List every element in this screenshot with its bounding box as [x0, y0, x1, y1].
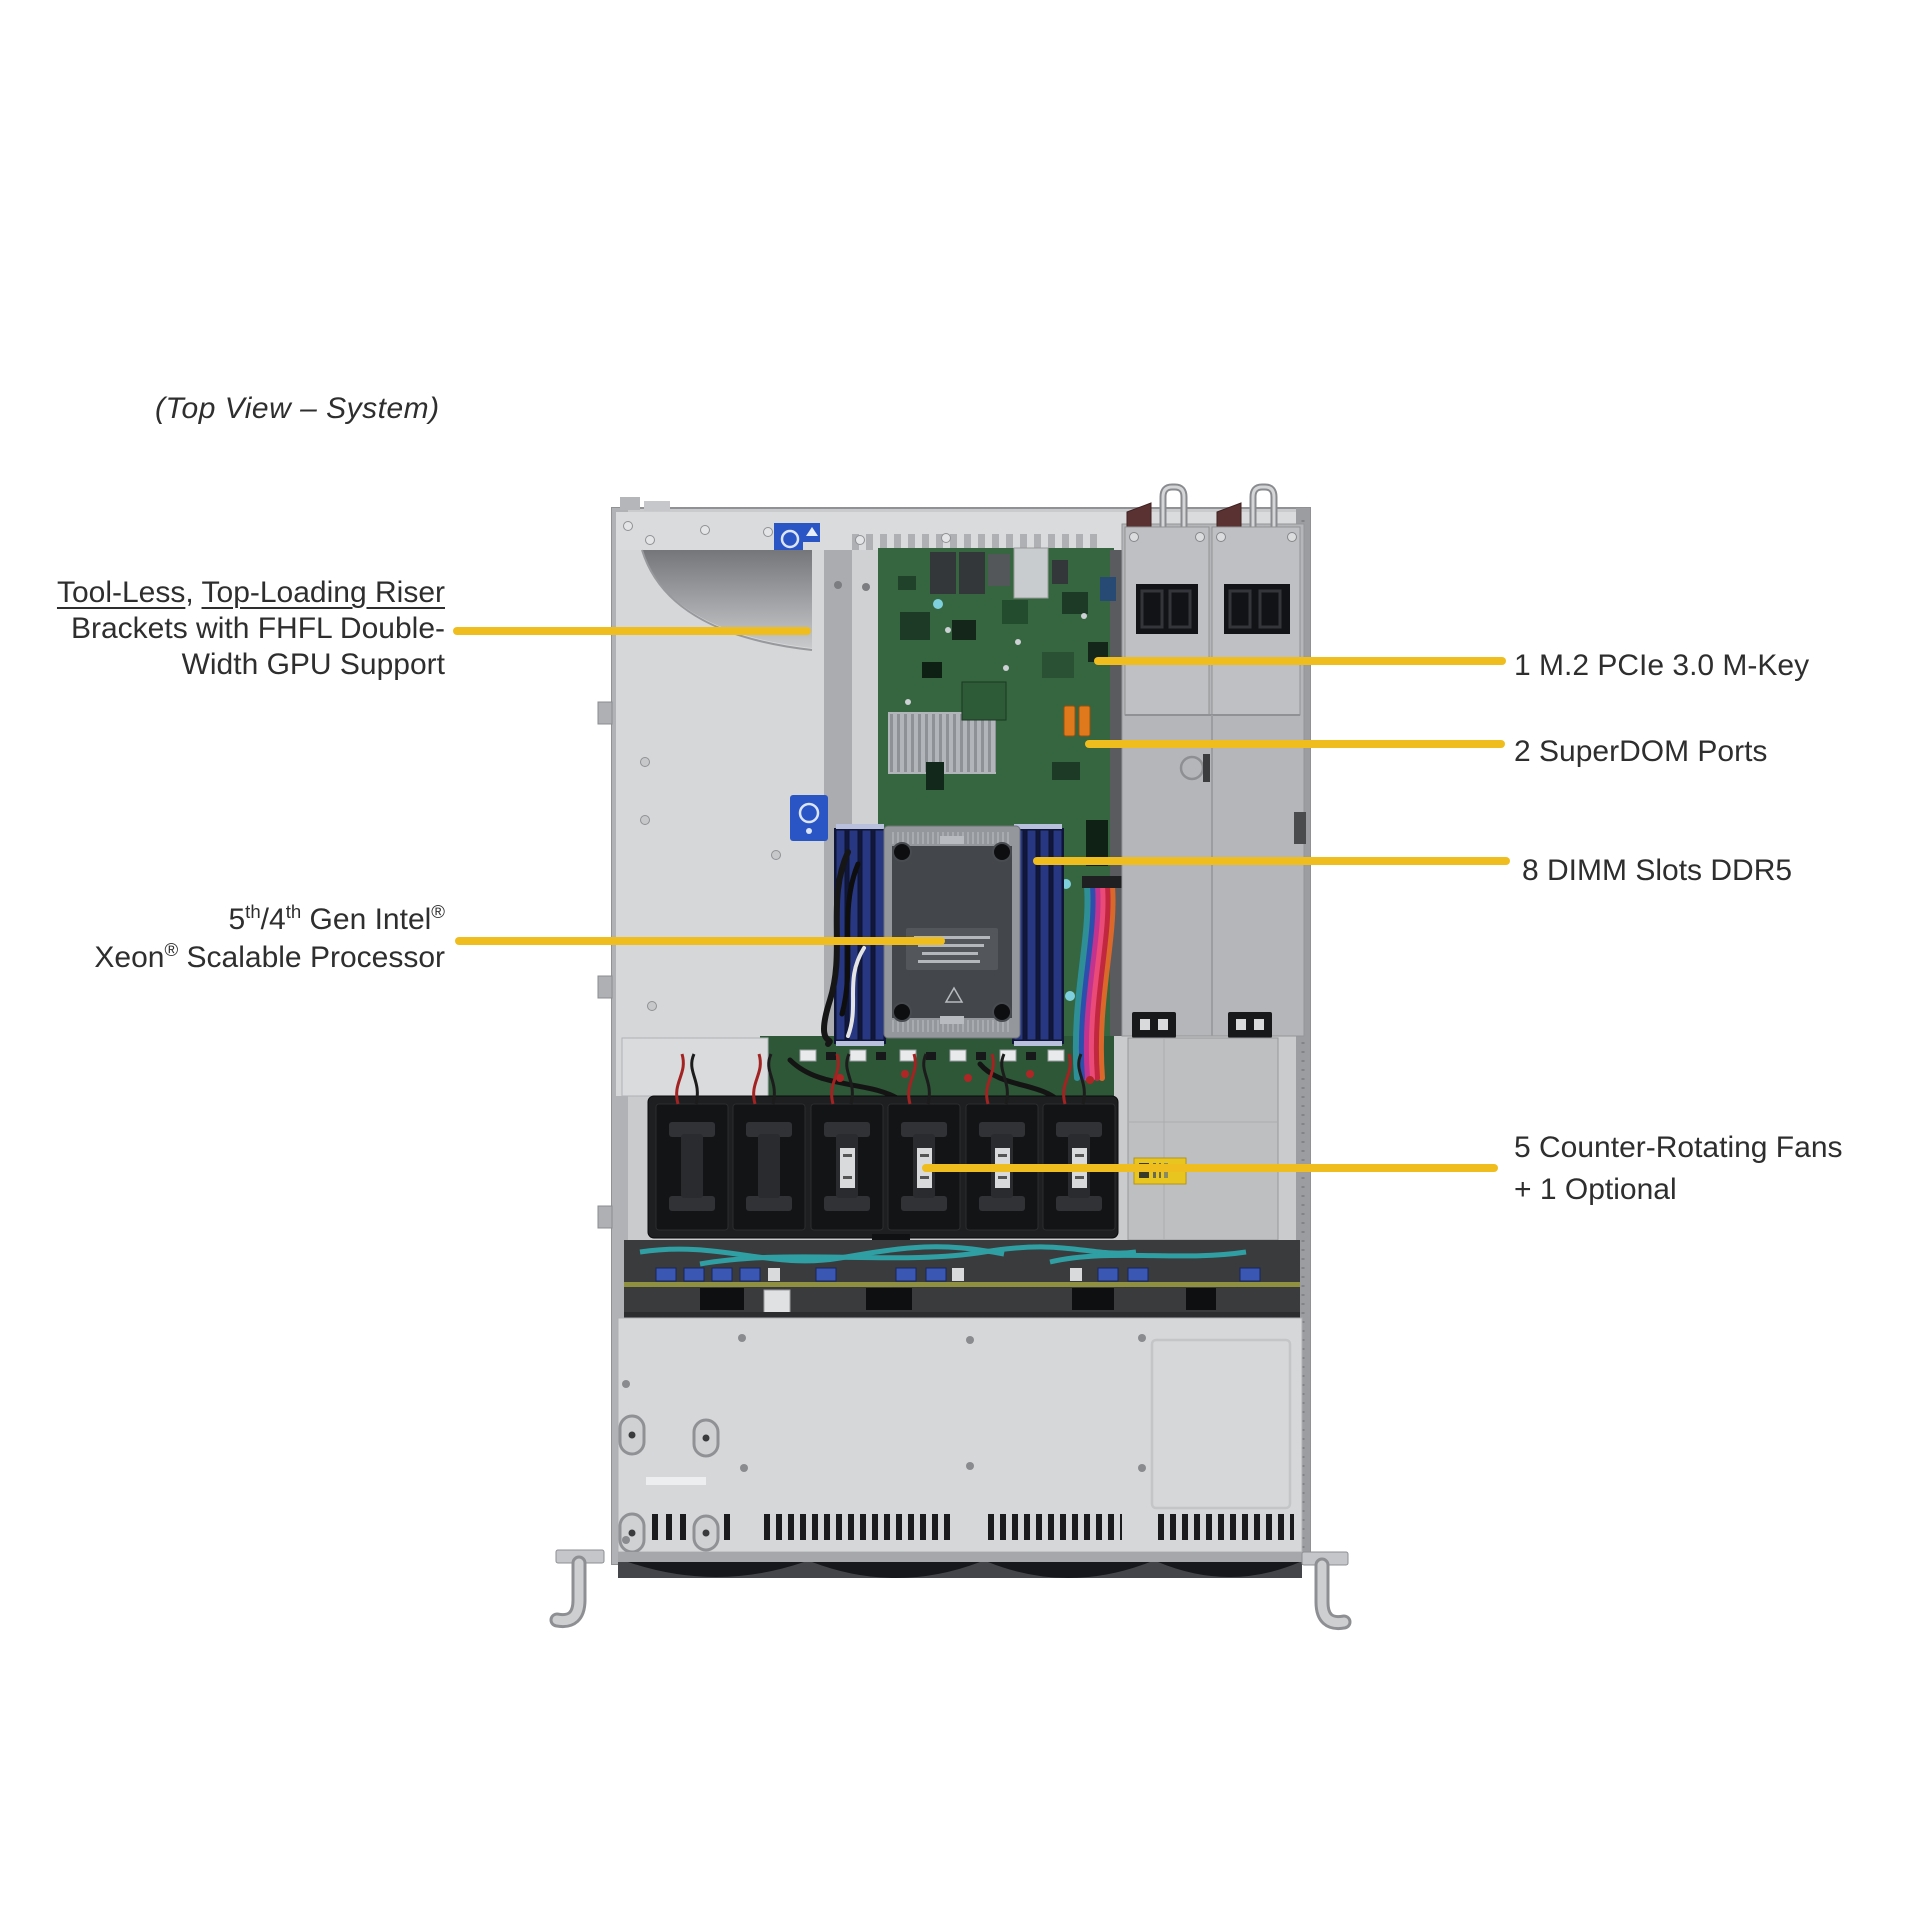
label-cpu-line2: Xeon® Scalable Processor	[94, 939, 445, 974]
label-riser-line2: Brackets with FHFL Double-	[70, 612, 445, 645]
drive-bay-cover	[617, 1317, 1303, 1554]
callout-line-dimm	[1033, 857, 1510, 865]
cpu-heatsink	[883, 825, 1021, 1039]
fan-module	[732, 1053, 806, 1231]
label-cpu: 5th/4th Gen Intel® Xeon® Scalable Proces…	[94, 901, 445, 977]
label-riser-line1: Tool-Less, Top-Loading Riser	[56, 576, 445, 609]
callout-line-fans	[922, 1164, 1498, 1172]
label-riser-underline2: Top-Loading Riser	[201, 576, 445, 609]
callout-line-cpu	[455, 937, 945, 945]
drive-cage	[1127, 1037, 1279, 1258]
callout-line-riser	[453, 627, 811, 635]
label-riser-brackets: Tool-Less, Top-Loading Riser Brackets wi…	[57, 575, 445, 683]
label-fans-line2: + 1 Optional	[1514, 1173, 1677, 1206]
label-fans: 5 Counter-Rotating Fans + 1 Optional	[1514, 1127, 1843, 1211]
cables	[787, 849, 1122, 1105]
label-dimm: 8 DIMM Slots DDR5	[1522, 854, 1793, 887]
fan-headers	[799, 1049, 1094, 1084]
fan-module	[655, 1053, 729, 1231]
rack-handles	[549, 1549, 1352, 1631]
label-riser-line3: Width GPU Support	[181, 648, 445, 681]
label-fans-line1: 5 Counter-Rotating Fans	[1514, 1131, 1843, 1164]
callout-line-superdom	[1085, 740, 1505, 748]
label-cpu-line1: 5th/4th Gen Intel®	[228, 901, 445, 936]
server-top-view-illustration	[549, 483, 1352, 1631]
recycle-sticker	[774, 523, 820, 556]
fan-module	[810, 1053, 884, 1231]
front-edge	[618, 1552, 1302, 1578]
page-title: (Top View – System)	[155, 392, 440, 425]
superdom-ports	[1063, 705, 1091, 737]
label-m2: 1 M.2 PCIe 3.0 M-Key	[1514, 649, 1810, 682]
backplane	[624, 1240, 1300, 1318]
callout-line-m2	[1094, 657, 1506, 665]
psu-bay	[1121, 483, 1306, 1038]
label-superdom: 2 SuperDOM Ports	[1514, 735, 1768, 768]
label-riser-underline1: Tool-Less	[56, 576, 186, 609]
